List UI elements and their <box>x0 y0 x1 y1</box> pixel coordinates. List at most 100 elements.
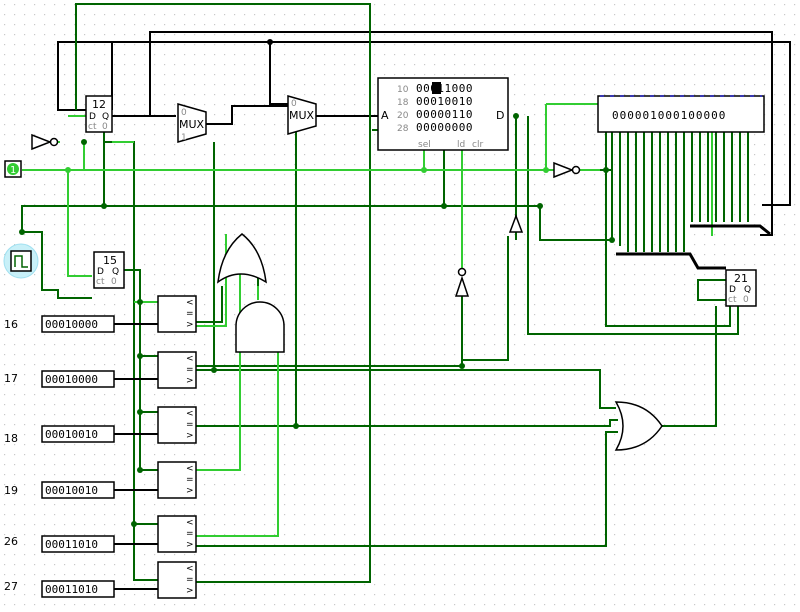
ram-block[interactable]: 10 18 20 28 00011000 00010010 00000110 0… <box>377 77 509 151</box>
register-21-name: 21 <box>734 272 748 285</box>
register-21-d: D <box>729 285 736 295</box>
cmp-0-gt: > <box>186 320 194 330</box>
cmp-3-eq: = <box>186 475 194 485</box>
register-21-q: Q <box>744 285 751 295</box>
register-15[interactable]: 15 D Q ct 0 <box>93 251 125 289</box>
comparator-2[interactable] <box>157 406 197 444</box>
comparator-row-5: 27 00011010 < = > <box>4 561 197 599</box>
ram-addr-0: 10 <box>397 85 409 95</box>
mux-1-sel0: 0 <box>181 108 187 118</box>
clock-source[interactable] <box>3 243 39 279</box>
ram-row-2: 00000110 <box>416 108 473 121</box>
constant-5: 00011010 <box>45 583 98 596</box>
ram-addr-3: 28 <box>397 124 409 134</box>
ram-addr-1: 18 <box>397 98 409 108</box>
row-label-4: 26 <box>4 535 18 548</box>
input-pin-value: 1 <box>10 165 16 176</box>
register-12-d: D <box>89 112 96 122</box>
or-gate-2 <box>614 401 663 451</box>
mux-2[interactable]: 0 MUX <box>287 95 317 135</box>
cmp-4-lt: < <box>186 518 194 528</box>
constant-4: 00011010 <box>45 538 98 551</box>
register-15-q: Q <box>112 267 119 277</box>
cmp-0-lt: < <box>186 298 194 308</box>
mux-1[interactable]: 0 MUX 1 <box>177 103 207 143</box>
row-label-0: 16 <box>4 318 18 331</box>
constant-2: 00010010 <box>45 428 98 441</box>
ram-ld-label: ld <box>457 140 465 150</box>
not-gate-up <box>454 267 470 297</box>
comparator-4[interactable] <box>157 515 197 553</box>
register-12-q: Q <box>102 112 109 122</box>
comparator-row-0: 16 00010000 < = > <box>4 295 197 333</box>
ram-sel-label: sel <box>418 140 431 150</box>
cmp-5-eq: = <box>186 575 194 585</box>
ram-cursor <box>432 82 441 94</box>
comparator-row-3: 19 00010010 < = > <box>4 461 197 499</box>
comparator-1[interactable] <box>157 351 197 389</box>
cmp-1-eq: = <box>186 365 194 375</box>
register-12-zero: 0 <box>102 122 108 132</box>
clock-waveform-icon <box>14 255 28 268</box>
comparator-row-2: 18 00010010 < = > <box>4 406 197 445</box>
buffer-up-1 <box>508 213 524 233</box>
row-label-2: 18 <box>4 432 18 445</box>
not-gate-2 <box>553 161 581 179</box>
row-label-5: 27 <box>4 580 18 593</box>
register-15-zero: 0 <box>111 277 117 287</box>
register-15-name: 15 <box>103 254 117 267</box>
comparator-3[interactable] <box>157 461 197 499</box>
cmp-4-gt: > <box>186 540 194 550</box>
cmp-1-gt: > <box>186 376 194 386</box>
comparator-0[interactable] <box>157 295 197 333</box>
cmp-2-lt: < <box>186 409 194 419</box>
constant-0: 00010000 <box>45 318 98 331</box>
cmp-0-eq: = <box>186 309 194 319</box>
constant-3: 00010010 <box>45 484 98 497</box>
mux-1-label: MUX <box>179 118 205 131</box>
register-15-d: D <box>97 267 104 277</box>
register-12-name: 12 <box>92 98 106 111</box>
register-12-ct: ct <box>88 122 97 132</box>
row-label-1: 17 <box>4 372 18 385</box>
register-15-ct: ct <box>96 277 105 287</box>
cmp-1-lt: < <box>186 354 194 364</box>
constant-1: 00010000 <box>45 373 98 386</box>
or-gate-1 <box>217 233 267 284</box>
register-21[interactable]: 21 D Q ct 0 <box>725 269 757 307</box>
mux-1-sel1: 1 <box>181 133 187 143</box>
cmp-2-gt: > <box>186 431 194 441</box>
ram-row-3: 00000000 <box>416 121 473 134</box>
and-gate-1 <box>235 301 285 353</box>
register-12[interactable]: 12 D Q ct 0 <box>85 95 113 133</box>
cmp-4-eq: = <box>186 529 194 539</box>
row-label-3: 19 <box>4 484 18 497</box>
ram-addr-2: 20 <box>397 111 409 121</box>
ram-port-d: D <box>496 109 504 122</box>
ram-clr-label: clr <box>472 140 483 150</box>
mux-2-sel0: 0 <box>291 99 297 109</box>
wires-black <box>57 31 791 236</box>
shift-register-taps <box>611 132 749 252</box>
cmp-3-gt: > <box>186 486 194 496</box>
ram-row-0: 00011000 <box>416 82 473 95</box>
not-gate-1 <box>31 133 59 151</box>
cmp-2-eq: = <box>186 420 194 430</box>
shift-register-value: 000001000100000 <box>612 109 726 122</box>
cmp-3-lt: < <box>186 464 194 474</box>
ram-row-1: 00010010 <box>416 95 473 108</box>
cmp-5-gt: > <box>186 586 194 596</box>
input-pin[interactable]: 1 <box>4 160 22 178</box>
mux-2-label: MUX <box>289 109 315 122</box>
register-21-ct: ct <box>728 295 737 305</box>
shift-register[interactable]: 000001000100000 <box>597 95 765 133</box>
ram-port-a: A <box>381 109 389 122</box>
comparator-rows: 16 00010000 < = > 17 00010000 < = > 18 0… <box>4 295 197 599</box>
register-21-zero: 0 <box>743 295 749 305</box>
comparator-5[interactable] <box>157 561 197 599</box>
cmp-5-lt: < <box>186 564 194 574</box>
shift-register-bus <box>616 224 771 270</box>
comparator-row-4: 26 00011010 < = > <box>4 515 197 553</box>
comparator-row-1: 17 00010000 < = > <box>4 351 197 389</box>
